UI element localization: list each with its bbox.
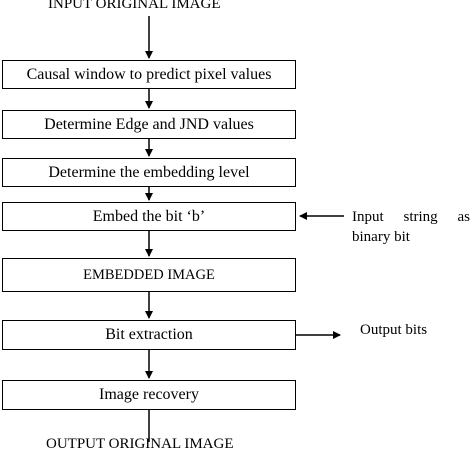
input-string-word3: as	[457, 209, 471, 225]
step-causal-window: Causal window to predict pixel values	[2, 60, 296, 89]
input-string-annotation: Input string as binary bit	[352, 207, 470, 247]
input-string-word1: Input	[352, 209, 384, 225]
output-bits-label: Output bits	[360, 322, 428, 338]
step-edge-jnd: Determine Edge and JND values	[2, 110, 296, 139]
step-embedding-level-label: Determine the embedding level	[48, 163, 250, 181]
input-string-word2: string	[403, 209, 438, 225]
step-embedding-level: Determine the embedding level	[2, 158, 296, 187]
step-image-recovery: Image recovery	[2, 380, 296, 410]
input-string-line2: binary bit	[352, 229, 410, 245]
step-bit-extraction: Bit extraction	[2, 320, 296, 350]
step-embedded-image: EMBEDDED IMAGE	[2, 258, 296, 292]
step-embed-bit-label: Embed the bit ‘b’	[92, 207, 206, 225]
step-bit-extraction-label: Bit extraction	[105, 326, 193, 343]
step-edge-jnd-label: Determine Edge and JND values	[44, 115, 254, 133]
output-original-image-label: OUTPUT ORIGINAL IMAGE	[46, 436, 234, 452]
step-embedded-image-label: EMBEDDED IMAGE	[83, 266, 215, 283]
step-embed-bit: Embed the bit ‘b’	[2, 202, 296, 231]
step-causal-window-label: Causal window to predict pixel values	[26, 65, 272, 83]
input-original-image-label: INPUT ORIGINAL IMAGE	[48, 0, 221, 12]
step-image-recovery-label: Image recovery	[99, 386, 199, 403]
